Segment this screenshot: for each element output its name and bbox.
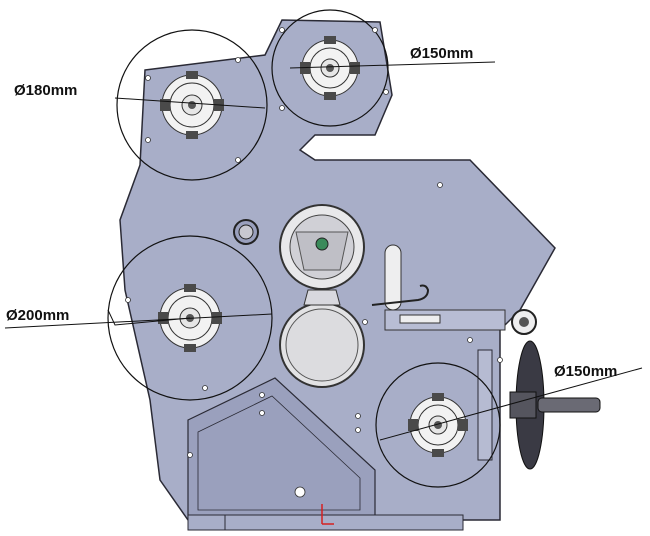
lower-bracket — [187, 377, 376, 519]
roller-circle-180 — [116, 29, 268, 181]
dim-label-200: Ø200mm — [6, 307, 69, 324]
axis-marker — [321, 504, 334, 525]
lower-drum-inner — [285, 308, 359, 382]
roller-circle-200 — [107, 235, 273, 401]
hand-wheel-shaft — [537, 397, 601, 413]
drum-link — [303, 289, 341, 306]
dim-label-150-top: Ø150mm — [410, 45, 473, 62]
upper-drum-core — [315, 237, 329, 251]
bolt-holes — [125, 27, 503, 498]
right-rail — [477, 349, 493, 461]
base-foot — [187, 514, 464, 531]
idler-inner — [238, 224, 254, 240]
lower-bracket-inner — [197, 395, 361, 511]
roller-hub-150-bottom — [408, 393, 468, 457]
roller-circle-150-top — [271, 9, 389, 127]
roller-circle-150-bottom — [375, 362, 501, 488]
leader-150-bottom — [379, 367, 643, 441]
tension-hook — [371, 284, 430, 306]
upper-drum-cone — [295, 231, 349, 271]
leader-200-arrow — [107, 309, 191, 326]
leader-200 — [4, 313, 273, 329]
vertical-slot — [384, 244, 402, 311]
leader-180 — [114, 97, 266, 109]
leader-150-top — [289, 61, 496, 69]
dim-label-150-bottom: Ø150mm — [554, 363, 617, 380]
tension-slot — [399, 314, 441, 324]
hand-wheel-hub — [509, 391, 537, 419]
dim-label-180: Ø180mm — [14, 82, 77, 99]
tension-wheel-core — [519, 317, 529, 327]
